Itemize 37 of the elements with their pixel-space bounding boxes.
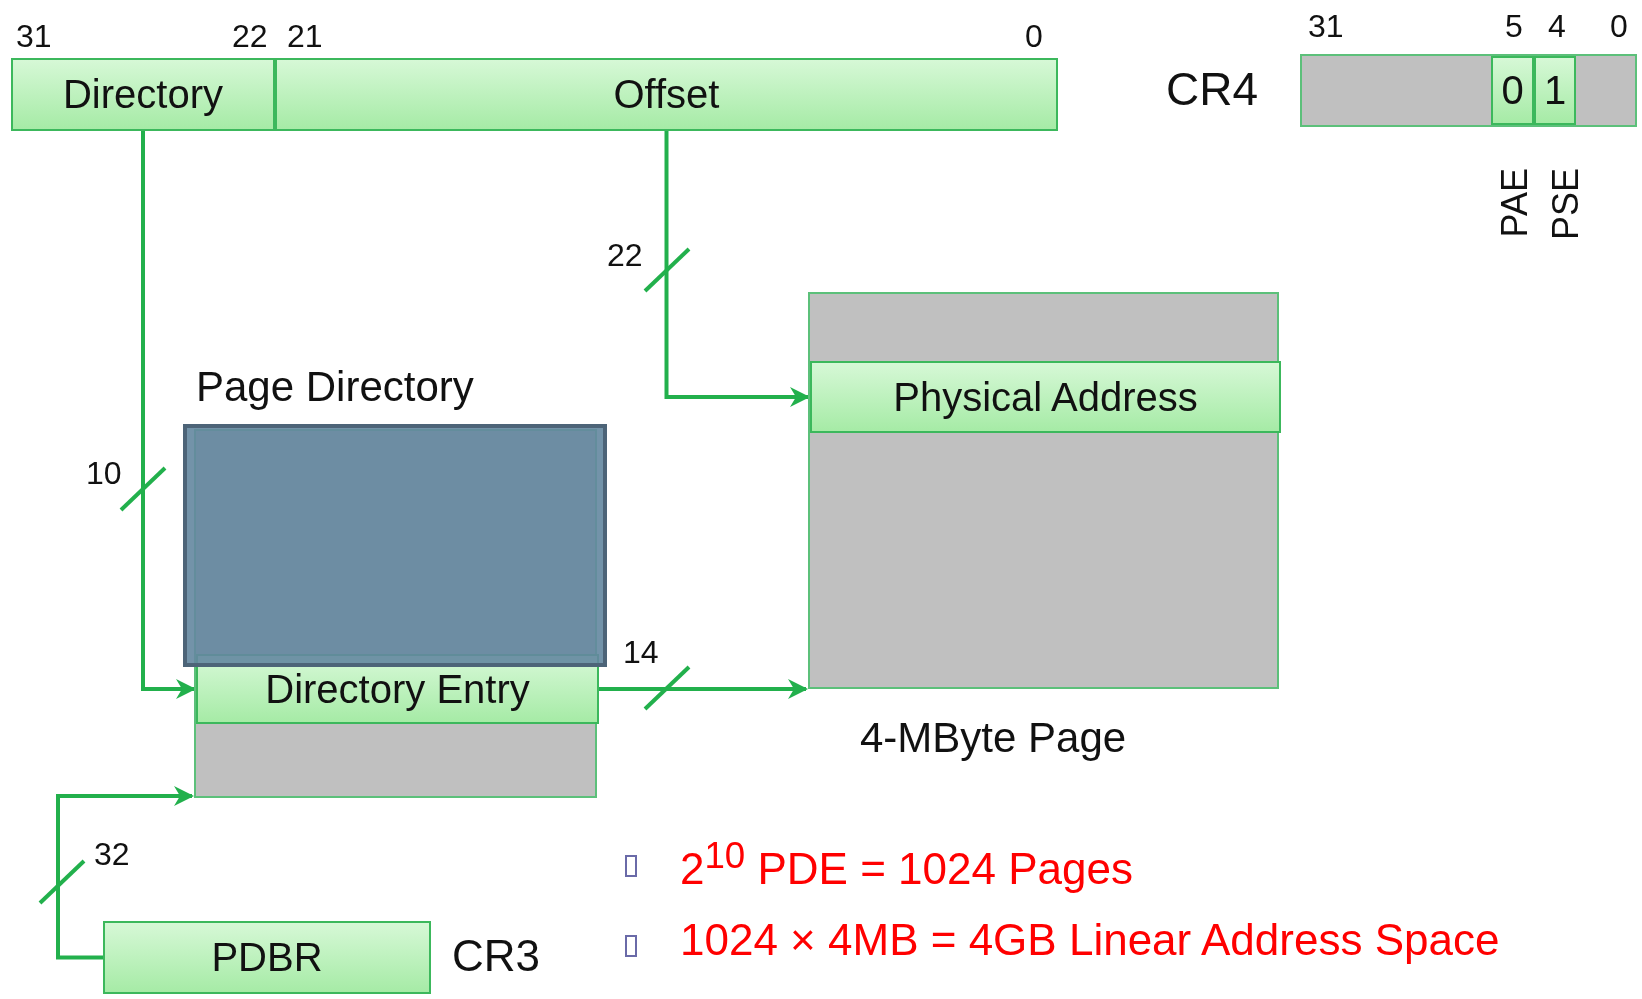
bit-number: 31 xyxy=(1308,8,1344,45)
bullet-text: 2$^{10}$ PDE = 1024 Pages xyxy=(680,835,1133,895)
register-field xyxy=(11,58,275,131)
bus-width: 22 xyxy=(607,237,643,274)
bit-number: 4 xyxy=(1548,8,1566,45)
bus-width: 10 xyxy=(86,455,122,492)
register-name: CR3 xyxy=(452,931,541,981)
field-label: Offset xyxy=(613,72,720,117)
register-name: CR4 xyxy=(1166,62,1259,116)
bit-number: 5 xyxy=(1505,8,1523,45)
table-row xyxy=(810,361,1281,433)
page-heading: 4-MByte Page xyxy=(860,714,1127,762)
bus-width: 14 xyxy=(623,634,659,671)
register-bit xyxy=(1491,56,1534,125)
field-label: 0 xyxy=(1501,68,1524,113)
register-field xyxy=(275,58,1058,131)
bit-number: 31 xyxy=(16,18,52,55)
field-label: Directory xyxy=(63,72,223,117)
bullet-text: 1024 × 4MB = 4GB Linear Address Space xyxy=(680,915,1500,966)
field-label: Physical Address xyxy=(893,374,1198,420)
bus-width: 32 xyxy=(94,836,130,873)
bit-name: PSE xyxy=(1545,168,1587,241)
bit-number: 22 xyxy=(232,18,268,55)
table-heading: Page Directory xyxy=(196,363,474,411)
field-label: Directory Entry xyxy=(265,666,530,712)
bit-number: 0 xyxy=(1025,18,1043,55)
register-bit xyxy=(1534,56,1576,125)
arrow xyxy=(599,679,808,699)
shaded-region xyxy=(183,424,607,667)
arrow xyxy=(664,131,810,407)
bit-number: 0 xyxy=(1610,8,1628,45)
bit-number: 21 xyxy=(287,18,323,55)
arrow xyxy=(56,786,194,960)
arrow xyxy=(141,131,196,699)
bit-name: PAE xyxy=(1494,168,1536,238)
field-label: PDBR xyxy=(211,935,323,980)
field-label: 1 xyxy=(1543,68,1567,113)
